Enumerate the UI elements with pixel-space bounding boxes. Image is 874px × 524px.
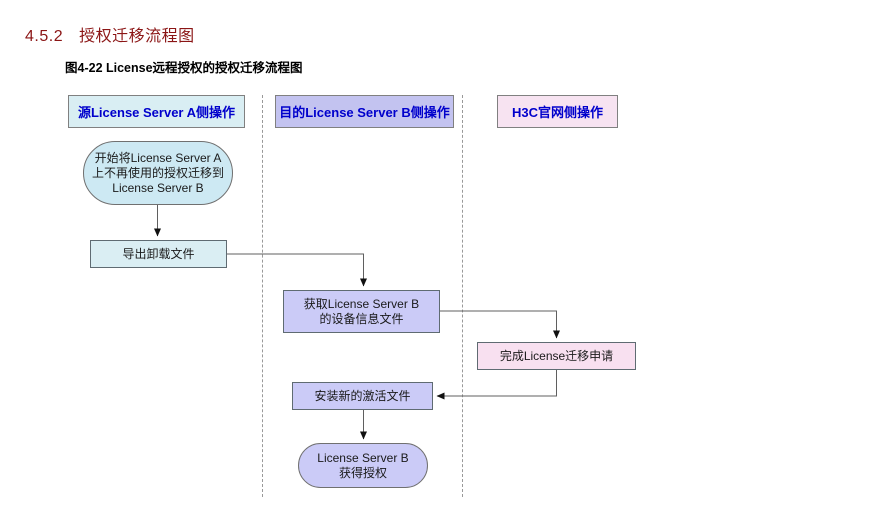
node-start-terminator: 开始将License Server A 上不再使用的授权迁移到 License … <box>83 141 233 205</box>
node-obtain-device-info-file: 获取License Server B 的设备信息文件 <box>283 290 440 333</box>
section-number: 4.5.2 <box>25 28 64 45</box>
node-complete-migration-application: 完成License迁移申请 <box>477 342 636 370</box>
node-end-terminator: License Server B 获得授权 <box>298 443 428 488</box>
lane-divider-left <box>262 95 263 497</box>
lane-header-dest-server-b: 目的License Server B侧操作 <box>275 95 454 128</box>
section-heading: 4.5.2 授权迁移流程图 <box>25 22 195 46</box>
lane-header-h3c-website: H3C官网侧操作 <box>497 95 618 128</box>
lane-divider-right <box>462 95 463 497</box>
section-title: 授权迁移流程图 <box>79 28 195 45</box>
arrow-export-to-obtain <box>227 253 367 287</box>
figure-caption: 图4-22 License远程授权的授权迁移流程图 <box>65 61 303 75</box>
node-export-uninstall-file: 导出卸载文件 <box>90 240 227 268</box>
arrow-apply-to-install <box>436 370 557 400</box>
arrow-obtain-to-apply <box>440 310 560 339</box>
lane-header-source-server-a: 源License Server A侧操作 <box>68 95 245 128</box>
node-install-activation-file: 安装新的激活文件 <box>292 382 433 410</box>
